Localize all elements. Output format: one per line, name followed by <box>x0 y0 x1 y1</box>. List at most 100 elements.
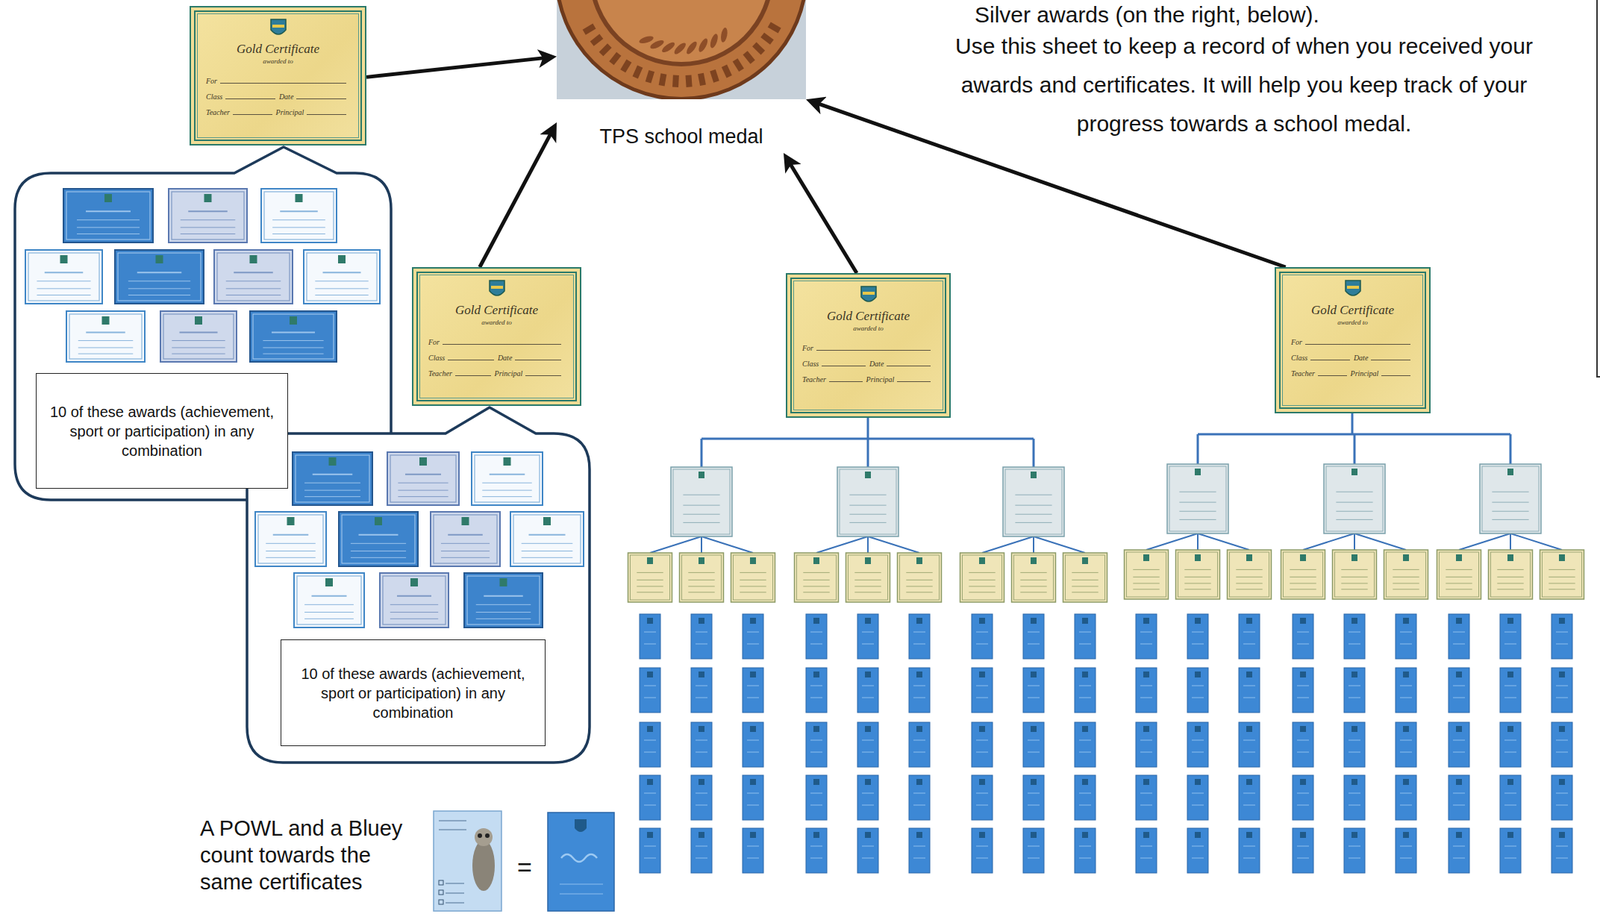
crest-icon <box>698 671 705 678</box>
certificate-frame <box>1283 552 1324 598</box>
crest-icon <box>543 517 551 526</box>
card-line <box>976 805 989 806</box>
card-line <box>1555 697 1568 699</box>
crest-icon <box>813 832 820 839</box>
card-line <box>913 846 926 848</box>
certificate-line <box>1184 582 1211 584</box>
certificate-line <box>171 353 225 355</box>
card-line <box>861 740 874 742</box>
crest-icon <box>289 316 298 325</box>
crest-shield <box>270 19 286 35</box>
crest-icon <box>1030 832 1037 839</box>
silver-certificate <box>1323 464 1386 534</box>
certificate-line <box>447 534 483 536</box>
card-line <box>644 793 656 795</box>
card-line <box>1027 805 1040 806</box>
card-line <box>747 632 759 633</box>
certificate-frame <box>1482 466 1539 532</box>
certificate-line <box>1289 588 1316 590</box>
certificate-line <box>682 514 720 515</box>
card-line <box>861 644 874 645</box>
certificate-line <box>314 288 368 289</box>
bronze-certificate <box>731 552 776 603</box>
medal-laurel-leaf <box>708 32 720 50</box>
tree-line <box>1197 434 1200 465</box>
card-line <box>1297 793 1309 795</box>
crest-icon <box>1455 554 1462 562</box>
card-line <box>810 697 823 699</box>
certificate-line <box>1491 519 1529 521</box>
crest-icon <box>1402 726 1409 733</box>
card-line <box>810 632 823 633</box>
crest-icon <box>750 832 756 839</box>
bluey-card <box>1074 614 1096 659</box>
certificate-frame <box>252 314 334 359</box>
certificate-line <box>905 591 933 593</box>
crest-icon <box>250 255 258 264</box>
field-line <box>1370 358 1411 361</box>
certificate-line <box>76 219 140 221</box>
crest-icon <box>813 557 820 565</box>
crest-icon <box>864 557 871 565</box>
small-certificate <box>214 250 293 304</box>
crest-icon <box>916 617 923 624</box>
crest-icon <box>1082 779 1089 786</box>
crest-icon <box>750 671 756 678</box>
certificate-subtitle: awarded to <box>262 57 293 65</box>
field-line <box>514 358 562 361</box>
bronze-certificate <box>628 552 673 603</box>
bluey-card <box>1551 775 1573 821</box>
card-line <box>644 697 656 699</box>
tree-line <box>650 536 702 553</box>
crest-icon <box>1143 617 1150 624</box>
certificate-row: For <box>802 344 935 353</box>
field-line <box>220 82 347 84</box>
tree-line <box>1509 434 1512 465</box>
field-line <box>816 349 931 351</box>
crest-icon <box>1143 832 1150 839</box>
owl-head <box>474 828 493 847</box>
certificate-line <box>1289 569 1316 571</box>
crest-icon <box>1507 832 1514 839</box>
crest-icon <box>1194 617 1201 624</box>
tree-line <box>1032 536 1035 553</box>
bluey-card <box>1292 667 1314 713</box>
bluey-card <box>908 722 930 768</box>
card-line <box>1452 644 1465 645</box>
card-line <box>913 752 926 753</box>
certificate-line <box>262 353 324 355</box>
medal-lettering-mark <box>752 42 765 56</box>
owl-eye <box>477 833 483 839</box>
bluey-card <box>1448 667 1470 713</box>
certificate-frame <box>117 252 201 301</box>
bluey-card <box>691 828 712 874</box>
certificate-line <box>304 496 361 498</box>
certificate-subtitle: awarded to <box>481 318 512 327</box>
card-line <box>1452 632 1465 633</box>
certificate-line <box>1132 582 1159 584</box>
crest-icon <box>698 779 705 786</box>
card-line <box>1555 752 1568 753</box>
crest-icon <box>1246 554 1253 562</box>
crest-icon <box>1300 554 1306 562</box>
card-line <box>1400 685 1412 687</box>
tree-line <box>1354 533 1406 550</box>
crest-icon <box>1344 279 1362 300</box>
certificate-line <box>1341 582 1368 584</box>
certificate-row: TeacherPrincipal <box>1291 369 1415 378</box>
card-line <box>913 632 926 633</box>
card-line <box>976 858 989 859</box>
bluey-card <box>1344 722 1365 768</box>
card-line <box>1191 697 1204 699</box>
card-line <box>913 740 926 742</box>
bluey-card <box>1344 667 1365 713</box>
card-line <box>1191 685 1204 687</box>
certificate-line <box>180 219 236 221</box>
small-certificate <box>379 573 449 628</box>
card-line <box>1243 644 1256 645</box>
card-line <box>644 644 656 645</box>
certificate-line <box>1235 569 1262 571</box>
crest-icon <box>813 726 820 733</box>
card-line <box>1400 697 1412 699</box>
card-line <box>1504 805 1517 806</box>
